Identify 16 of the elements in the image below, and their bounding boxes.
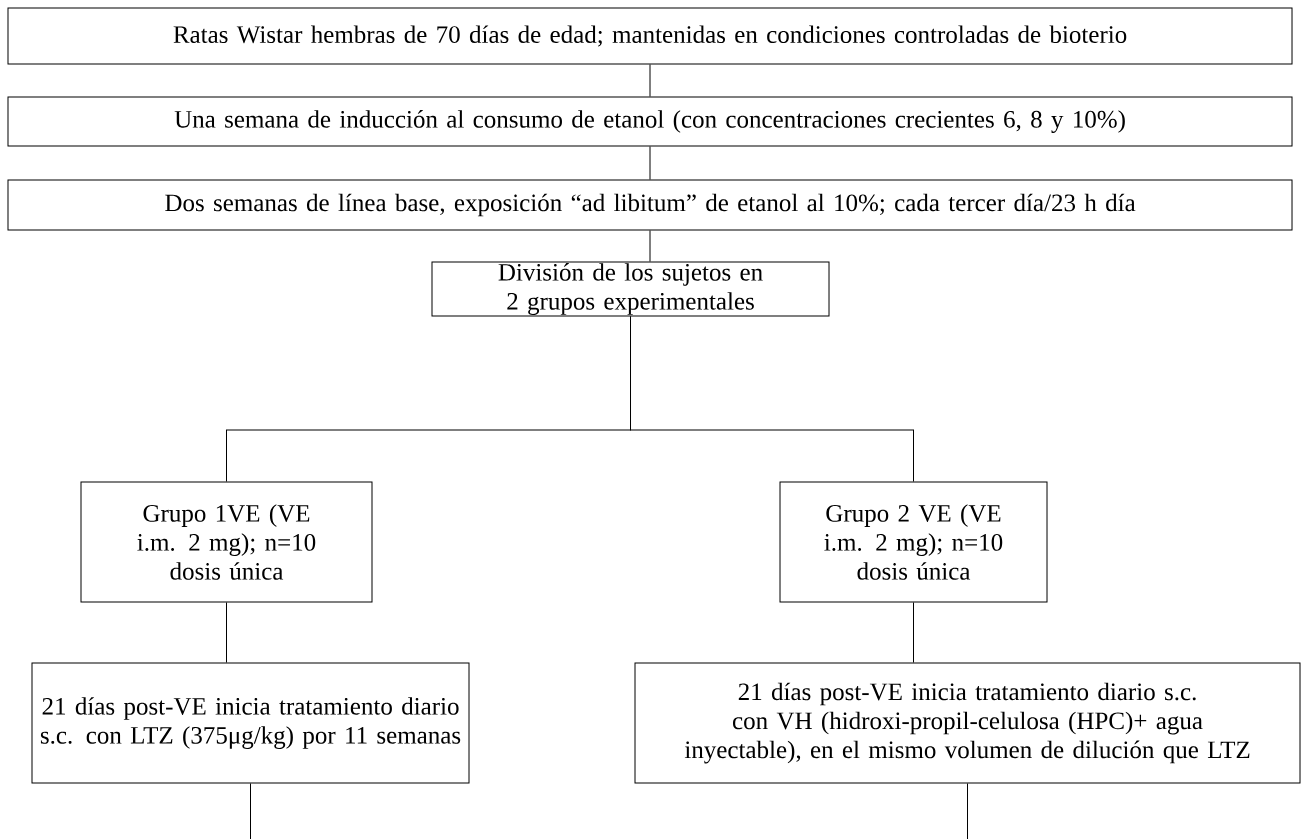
connector-line [649,146,651,180]
process-box: Grupo 2 VE (VE i.m. 2 mg); n=10 dosis única [779,481,1048,603]
connector-line [649,230,651,262]
connector-line [913,602,914,663]
process-box: Ratas Wistar hembras de 70 días de edad; mantenidas en condiciones controladas de bioterio [7,7,1293,65]
process-box: Dos semanas de línea base, exposición “ad libitum” de etanol al 10%; cada tercer día/23 h día [7,179,1293,231]
process-box: 21 días post-VE inicia tratamiento diario s.c. con VH (hidroxi-propil-celulosa (HPC)+ agua inyectable), en el mismo volumen de dilución que LTZ [634,662,1301,784]
connector-line [250,783,251,839]
process-box: Una semana de inducción al consumo de etanol (con concentraciones crecientes 6, 8 y 10%) [7,96,1293,147]
connector-line [630,316,914,482]
process-box: Grupo 1VE (VE i.m. 2 mg); n=10 dosis única [80,481,373,603]
connector-line [649,64,651,97]
connector-line [967,783,968,839]
process-box: División de los sujetos en 2 grupos experimentales [431,261,830,317]
process-box: 21 días post-VE inicia tratamiento diario s.c. con LTZ (375μg/kg) por 11 semanas [31,662,470,784]
connector-line [226,602,227,663]
